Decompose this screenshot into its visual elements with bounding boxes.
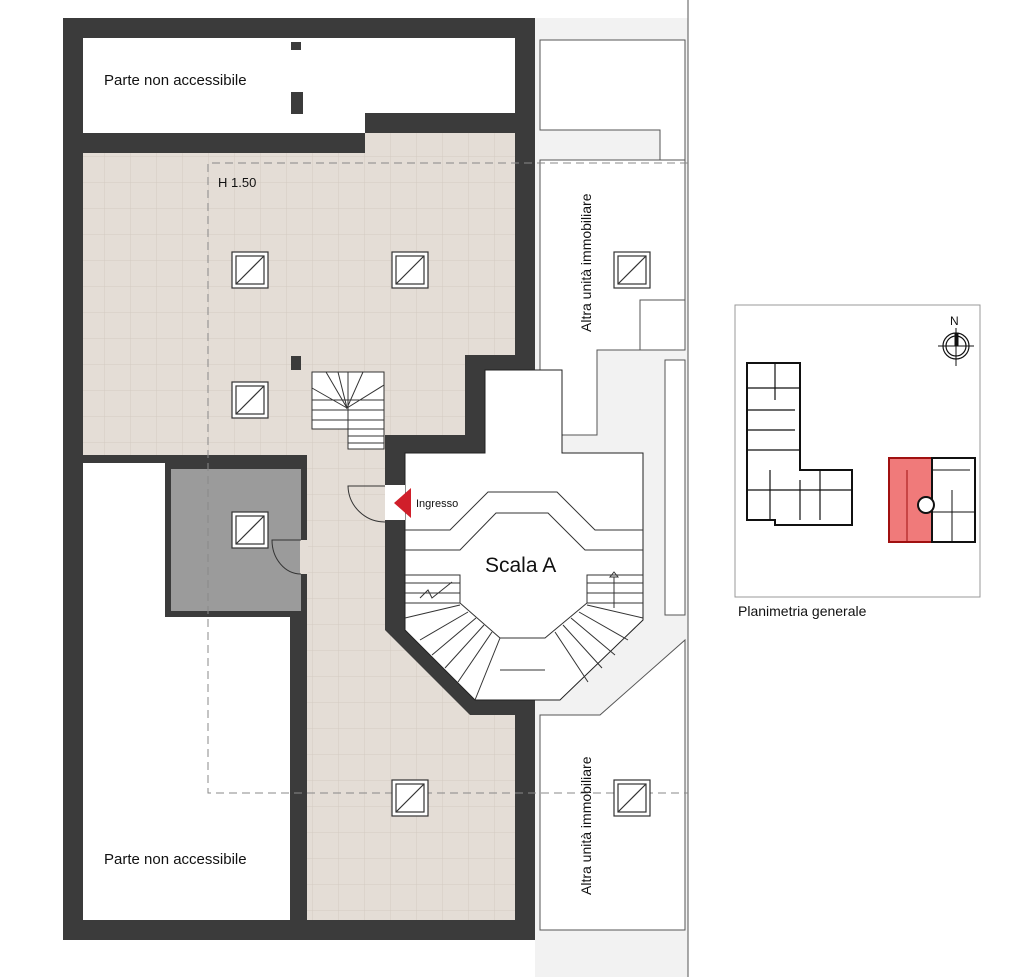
skylights bbox=[231, 251, 651, 817]
bottom-non-accessible-room bbox=[83, 463, 290, 920]
site-plan-caption: Planimetria generale bbox=[738, 603, 867, 619]
height-label: H 1.50 bbox=[218, 175, 256, 190]
skylight-icon bbox=[231, 251, 269, 289]
skylight-icon bbox=[231, 381, 269, 419]
site-plan-inset: N bbox=[734, 304, 981, 598]
entrance-arrow-icon bbox=[394, 488, 411, 518]
north-compass-icon bbox=[938, 328, 974, 366]
height-boundary-line bbox=[207, 162, 688, 794]
adjacent-units-outline bbox=[931, 457, 976, 543]
storage-door-opening bbox=[300, 540, 308, 574]
bottom-room-label: Parte non accessibile bbox=[104, 851, 247, 868]
other-unit-top-label: Altra unità immobiliare bbox=[578, 193, 594, 332]
north-label: N bbox=[950, 314, 959, 328]
stair-steps bbox=[404, 491, 644, 701]
entrance-door-swing bbox=[347, 485, 386, 523]
inset-staircase bbox=[917, 496, 935, 514]
skylight-icon bbox=[391, 251, 429, 289]
main-building-outline bbox=[746, 362, 853, 526]
entrance-label: Ingresso bbox=[416, 498, 458, 510]
skylight-icon bbox=[613, 779, 651, 817]
top-room-label: Parte non accessibile bbox=[104, 72, 247, 89]
skylight-icon bbox=[613, 251, 651, 289]
attic-tiled-floor bbox=[83, 133, 515, 920]
pillar bbox=[291, 92, 303, 114]
storage-door-swing bbox=[271, 539, 302, 575]
pillar bbox=[291, 356, 301, 370]
top-non-accessible-room bbox=[83, 38, 515, 133]
neighbor-walls bbox=[539, 39, 686, 931]
skylight-icon bbox=[391, 779, 429, 817]
pillar bbox=[291, 42, 301, 50]
attic-stair bbox=[311, 371, 385, 450]
skylight-icon bbox=[231, 511, 269, 549]
staircase-label: Scala A bbox=[485, 554, 556, 577]
other-unit-bottom-label: Altra unità immobiliare bbox=[578, 756, 594, 895]
staircase-a bbox=[404, 369, 644, 701]
